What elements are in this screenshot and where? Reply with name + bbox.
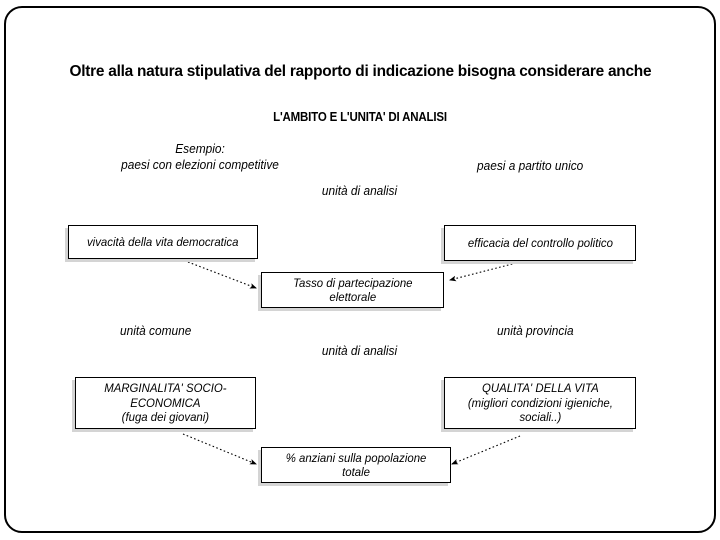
caption-unit-common: unità comune [120, 324, 192, 338]
caption-example-right: paesi a partito unico [477, 159, 584, 173]
box-tasso-partecipazione-elettorale[interactable]: Tasso di partecipazione elettorale [261, 272, 444, 308]
box-qualita-della-vita-text: QUALITA' DELLA VITA (migliori condizioni… [467, 381, 613, 425]
caption-unit-of-analysis-bottom: unità di analisi [321, 344, 398, 358]
arrow-topright-to-center [449, 261, 521, 282]
box-marginalita-socio-economica-text: MARGINALITA' SOCIO- ECONOMICA (fuga dei … [104, 381, 227, 425]
slide-heading: Oltre alla natura stipulativa del rappor… [0, 59, 720, 85]
caption-unit-of-analysis-top: unità di analisi [321, 184, 398, 198]
box-percentuale-anziani[interactable]: % anziani sulla popolazione totale [261, 447, 451, 483]
arrow-bottomleft-to-bottomcenter [182, 433, 257, 465]
arrow-topleft-to-center [187, 261, 257, 289]
slide-heading-text: Oltre alla natura stipulativa del rappor… [69, 63, 651, 81]
box-vivacita-vita-democratica[interactable]: vivacità della vita democratica [68, 225, 258, 259]
caption-unit-province: unità provincia [497, 324, 574, 338]
box-percentuale-anziani-text: % anziani sulla popolazione totale [285, 450, 427, 480]
box-vivacita-vita-democratica-text: vivacità della vita democratica [87, 234, 239, 249]
arrow-bottomright-to-bottomcenter [451, 435, 521, 465]
diagram-title: L'AMBITO E L'UNITA' DI ANALISI [273, 110, 447, 124]
box-marginalita-socio-economica[interactable]: MARGINALITA' SOCIO- ECONOMICA (fuga dei … [75, 377, 256, 429]
box-qualita-della-vita[interactable]: QUALITA' DELLA VITA (migliori condizioni… [444, 377, 636, 429]
caption-example-left: Esempio: paesi con elezioni competitive [121, 142, 279, 172]
box-tasso-partecipazione-elettorale-text: Tasso di partecipazione elettorale [292, 275, 413, 305]
box-efficacia-controllo-politico[interactable]: efficacia del controllo politico [444, 225, 636, 261]
box-efficacia-controllo-politico-text: efficacia del controllo politico [467, 235, 613, 250]
